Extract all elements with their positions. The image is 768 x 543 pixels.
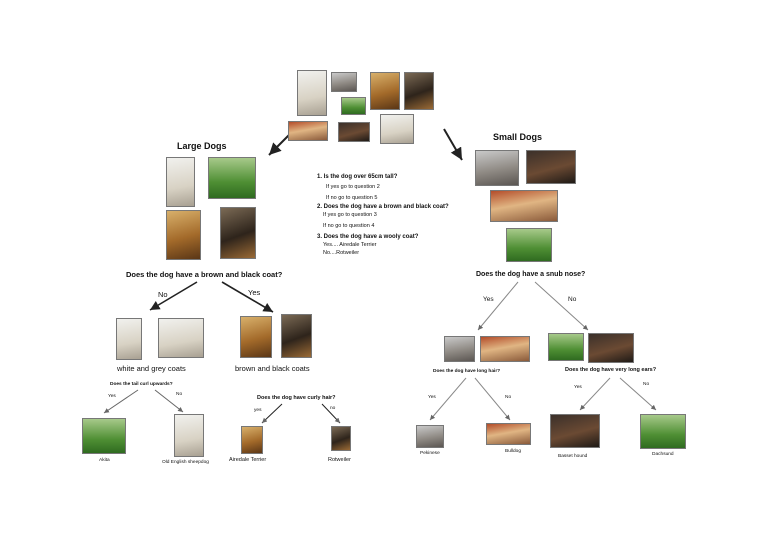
dachsund-photo — [640, 414, 686, 449]
question-2-yes: If yes go to question 3 — [323, 212, 377, 218]
airedale-photo — [241, 426, 263, 454]
curly-hair-no-label: no — [330, 406, 336, 411]
dog-photo — [370, 72, 400, 110]
question-1-yes: If yes go to question 2 — [326, 184, 380, 190]
pekinese-photo — [416, 425, 444, 448]
basset-hound-photo — [550, 414, 600, 448]
large-tree-no-label: No — [158, 290, 168, 299]
long-hair-yes-label: Yes — [428, 395, 436, 400]
large-dog-photo — [166, 210, 201, 260]
large-dog-photo — [220, 207, 256, 259]
breed-akita: Akita — [99, 458, 110, 463]
question-2-no: If no go to question 4 — [323, 223, 375, 229]
large-tree-yes-label: Yes — [248, 288, 261, 297]
small-dog-photo — [526, 150, 576, 184]
question-2: 2. Does the dog have a brown and black c… — [317, 204, 449, 210]
tail-question: Does the tail curl upwards? — [110, 382, 173, 387]
dog-photo — [338, 122, 370, 142]
dog-photo — [331, 72, 357, 92]
small-dog-photo — [475, 150, 519, 186]
large-dog-photo — [208, 157, 256, 199]
long-ears-group-photo — [548, 333, 584, 361]
long-ears-question: Does the dog have very long ears? — [565, 367, 657, 373]
long-hair-group-photo — [480, 336, 530, 362]
arrow-to-small-dogs — [443, 128, 463, 161]
dog-photo — [297, 70, 327, 116]
question-3: 3. Does the dog have a wooly coat? — [317, 234, 419, 240]
brown-black-coat-photo — [281, 314, 312, 358]
large-tree-question: Does the dog have a brown and black coat… — [126, 270, 283, 279]
rotweiler-photo — [331, 426, 351, 451]
large-dog-photo — [166, 157, 195, 207]
tail-no-label: No — [176, 392, 183, 397]
bulldog-photo — [486, 423, 531, 445]
breed-old-english-sheepdog: Old English sheepdog — [162, 460, 209, 465]
question-1-no: If no go to question 5 — [326, 195, 378, 201]
breed-rotweiler: Rotweiler — [328, 457, 351, 463]
long-hair-question: Does the dog have long hair? — [433, 369, 501, 374]
breed-airedale-terrier: Airedale Terrier — [229, 457, 267, 463]
small-dog-photo — [506, 228, 552, 262]
curly-hair-question: Does the dog have curly hair? — [257, 395, 336, 401]
large-dogs-heading: Large Dogs — [177, 141, 227, 151]
question-3-no: No....Rotweiler — [323, 250, 360, 256]
white-grey-coats-label: white and grey coats — [117, 364, 186, 373]
small-dogs-heading: Small Dogs — [493, 132, 543, 142]
breed-bulldog: Bulldog — [505, 449, 522, 454]
small-dog-photo — [490, 190, 558, 222]
breed-pekinese: Pekinese — [420, 451, 440, 456]
brown-black-coats-label: brown and black coats — [235, 364, 310, 373]
long-hair-group-photo — [444, 336, 475, 362]
white-coat-photo — [116, 318, 142, 360]
brown-black-coat-photo — [240, 316, 272, 358]
akita-photo — [82, 418, 126, 454]
long-ears-yes-label: Yes — [574, 385, 582, 390]
small-tree-no-label: No — [568, 296, 577, 303]
small-tree-yes-label: Yes — [483, 296, 494, 303]
question-3-yes: Yes.... Airedale Terrier — [323, 242, 377, 248]
dog-photo — [404, 72, 434, 110]
sheepdog-photo — [174, 414, 204, 457]
white-coat-photo — [158, 318, 204, 358]
dog-photo — [341, 97, 366, 115]
dog-photo — [288, 121, 328, 141]
question-1: 1. Is the dog over 65cm tall? — [317, 174, 398, 180]
long-ears-no-label: No — [643, 382, 650, 387]
long-ears-group-photo — [588, 333, 634, 363]
small-tree-question: Does the dog have a snub nose? — [476, 271, 586, 278]
curly-hair-yes-label: yes — [254, 408, 262, 413]
dog-photo — [380, 114, 414, 144]
tail-yes-label: Yes — [108, 394, 116, 399]
breed-dachsund: Dachsund — [652, 452, 674, 457]
breed-basset-hound: Basset hound — [558, 454, 588, 459]
long-hair-no-label: No — [505, 395, 512, 400]
